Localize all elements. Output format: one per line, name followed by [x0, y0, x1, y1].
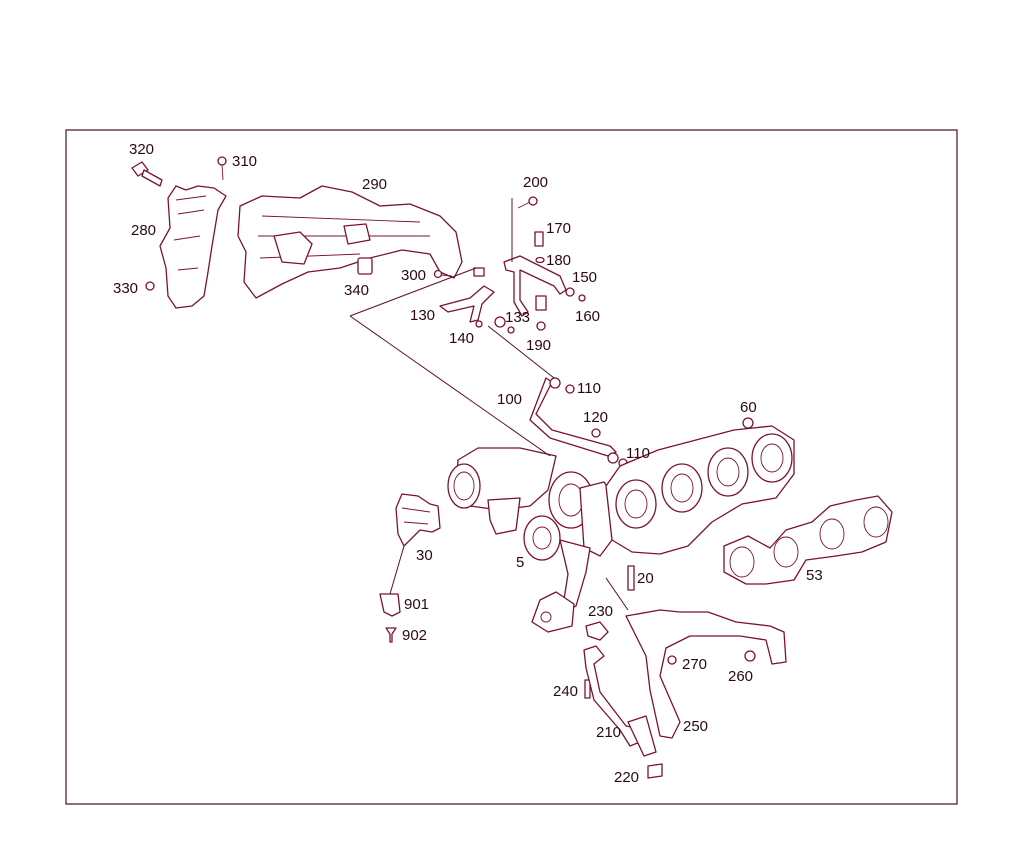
part-901-mount [379, 593, 401, 617]
callout-180: 180 [546, 252, 571, 269]
callout-5: 5 [516, 554, 524, 571]
part-53-gasket [723, 495, 893, 585]
part-exhaust-manifold [605, 425, 795, 555]
callout-30: 30 [416, 547, 433, 564]
part-902-pin [385, 627, 397, 643]
callout-902: 902 [402, 627, 427, 644]
callout-901: 901 [404, 596, 429, 613]
callout-240: 240 [553, 683, 578, 700]
part-320-bolt [131, 161, 163, 187]
part-130-oil-line [439, 267, 495, 323]
callout-230: 230 [588, 603, 613, 620]
callout-53: 53 [806, 567, 823, 584]
part-260-bolt [744, 650, 756, 662]
callout-20: 20 [637, 570, 654, 587]
part-100-oil-pipe [529, 377, 619, 464]
part-280-heat-shield [159, 185, 227, 309]
callout-330: 330 [113, 280, 138, 297]
callout-310: 310 [232, 153, 257, 170]
part-300-bolt [433, 269, 453, 279]
callout-340: 340 [344, 282, 369, 299]
part-230-connector [585, 621, 609, 641]
part-340-clip [357, 257, 373, 275]
callout-110-upper: 110 [577, 380, 601, 397]
callout-320: 320 [129, 141, 154, 158]
callout-290: 290 [362, 176, 387, 193]
callout-260: 260 [728, 668, 753, 685]
part-5-turbocharger [447, 447, 617, 633]
callout-300: 300 [401, 267, 426, 284]
part-150-oil-line [503, 255, 567, 317]
callout-130: 130 [410, 307, 435, 324]
callout-133: 133 [505, 309, 530, 326]
part-210-pipe [583, 645, 657, 757]
small-fittings [475, 196, 754, 468]
part-270-nut [667, 655, 677, 665]
callout-200: 200 [523, 174, 548, 191]
callout-280: 280 [131, 222, 156, 239]
callout-150: 150 [572, 269, 597, 286]
part-310-screw [217, 156, 227, 181]
callout-140: 140 [449, 330, 474, 347]
callout-100: 100 [497, 391, 522, 408]
callout-170: 170 [546, 220, 571, 237]
part-30-bracket [395, 493, 441, 547]
callout-220: 220 [614, 769, 639, 786]
callout-160: 160 [575, 308, 600, 325]
callout-270: 270 [682, 656, 707, 673]
part-220-plug [647, 763, 663, 779]
callout-110-lower: 110 [626, 445, 650, 462]
part-250-support-bracket [625, 609, 787, 739]
callout-250: 250 [683, 718, 708, 735]
callout-60: 60 [740, 399, 757, 416]
callout-labels: 320 310 290 280 330 300 340 200 170 180 … [113, 141, 823, 786]
callout-120: 120 [583, 409, 608, 426]
part-330-washer [145, 281, 155, 291]
leader-lines [349, 198, 629, 611]
callout-190: 190 [526, 337, 551, 354]
part-20-stud [627, 565, 635, 591]
diagram-frame [65, 129, 958, 805]
callout-210: 210 [596, 724, 621, 741]
